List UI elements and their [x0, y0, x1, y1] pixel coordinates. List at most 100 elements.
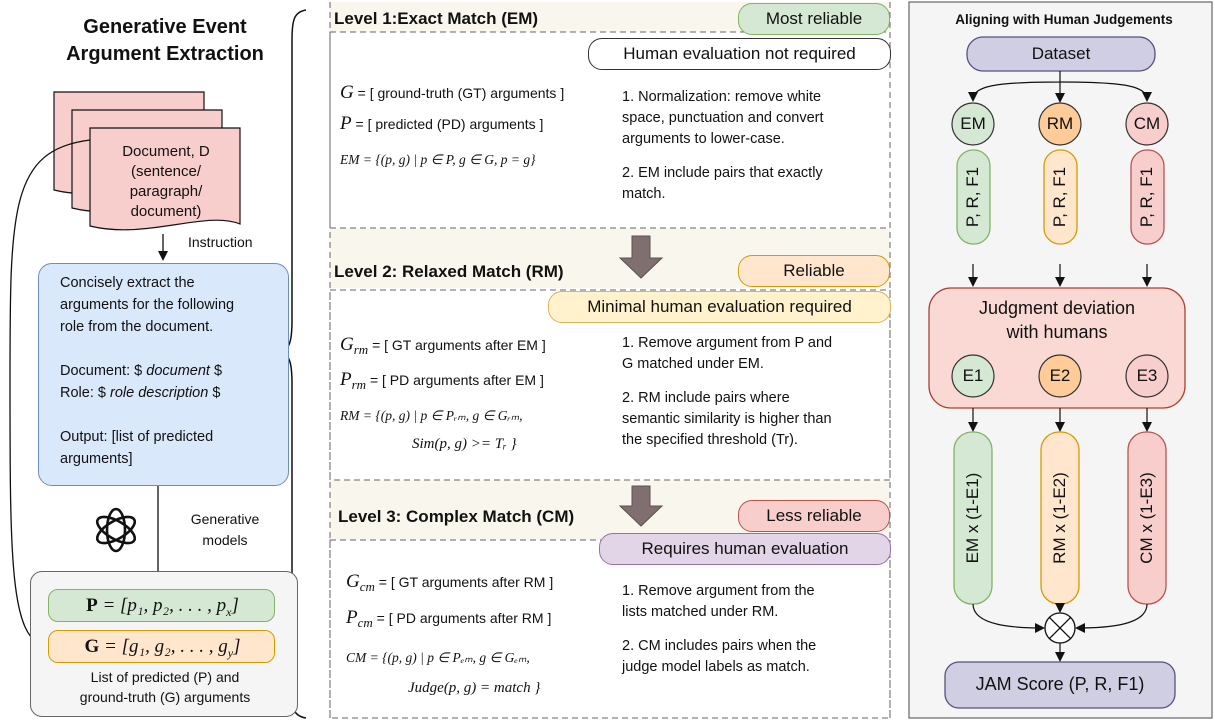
step-line: 2. RM include pairs where [622, 390, 790, 406]
prompt-line: Output: [list of predicted [60, 429, 214, 445]
level1-p-def: P = [ predicted (PD) arguments ] [340, 113, 543, 135]
em-node [951, 102, 995, 146]
cm-prf-node [1130, 149, 1165, 245]
g-sym: G [346, 571, 360, 592]
level3-title: Level 3: Complex Match (CM) [338, 507, 575, 526]
p-sub: cm [357, 614, 373, 630]
level3-steps: 1. Remove argument from the lists matche… [622, 581, 892, 678]
e3-node [1125, 354, 1169, 398]
generative-models-line1: Generative [190, 511, 260, 527]
e3-label: E3 [1136, 366, 1158, 385]
output-label-line1: List of predicted (P) and [90, 669, 240, 685]
jam-score-label: JAM Score (P, R, F1) [975, 674, 1145, 694]
document-stack-icon [53, 91, 241, 231]
step-line: 1. Remove argument from P and [622, 335, 833, 351]
level1-human-badge: Human evaluation not required [588, 38, 891, 70]
g-def-text: = [ GT arguments after EM ] [368, 337, 546, 353]
em-prf-node [956, 149, 991, 245]
prompt-role-line: Role: $ role description $ [60, 382, 285, 404]
cm-prf-label: P, R, F1 [1137, 166, 1156, 228]
step-line: judge model labels as match. [622, 659, 810, 675]
prompt-role-var: role description [109, 385, 209, 401]
deviation-line2: with humans [1006, 322, 1108, 342]
level2-equation-line1: RM = {(p, g) | p ∈ Pᵣₘ, g ∈ Gᵣₘ, [340, 408, 523, 423]
p-formula-sub: x [226, 604, 232, 619]
right-panel-shapes [908, 1, 1213, 719]
level3-equation-line2: Judge(p, g) = match } [408, 680, 541, 696]
step-line: 1. Remove argument from the [622, 583, 815, 599]
em-combine-arrow [972, 603, 1045, 633]
level1-to-level2-arrow [618, 235, 664, 279]
rm-adjusted-label: RM x (1-E2) [1050, 472, 1069, 564]
em-prf-label: P, R, F1 [963, 166, 982, 228]
level1-equation: EM = {(p, g) | p ∈ P, g ∈ G, p = g} [340, 152, 536, 167]
left-title: Generative Event Argument Extraction [30, 14, 300, 68]
output-label: List of predicted (P) and ground-truth (… [40, 667, 290, 707]
cm-node [1125, 102, 1169, 146]
prompt-doc-end: $ [209, 363, 223, 379]
prompt-line: role from the document. [60, 319, 214, 335]
level1-title: Level 1:Exact Match (EM) [334, 9, 539, 28]
jam-node [944, 661, 1176, 709]
step-line: lists matched under RM. [622, 604, 779, 620]
step-line: match. [622, 186, 666, 202]
prompt-role-end: $ [208, 385, 221, 401]
step-line: space, punctuation and convert [622, 110, 824, 126]
cm-combine-arrow [1075, 603, 1148, 633]
rm-prf-label: P, R, F1 [1050, 166, 1069, 228]
level2-p-def: Prm = [ PD arguments after EM ] [340, 369, 544, 393]
multiply-combine-icon [1044, 612, 1076, 644]
level3-p-def: Pcm = [ PD arguments after RM ] [346, 607, 551, 631]
g-sym: G [340, 334, 354, 355]
p-def-text: = [ PD arguments after RM ] [372, 610, 552, 626]
e1-node [951, 354, 995, 398]
p-formula-body: = [p₁, p₂, . . . , p [97, 595, 227, 616]
level2-reliability-badge: Reliable [738, 255, 890, 287]
g-sub: cm [359, 578, 375, 594]
dataset-node [966, 36, 1156, 72]
p-sym: P [346, 607, 358, 628]
openai-logo [95, 507, 137, 553]
middle-panel-shapes [329, 2, 891, 719]
dataset-to-cm-arrow [1059, 81, 1152, 102]
prompt-line: Concisely extract the [60, 275, 195, 291]
level3-g-def: Gcm = [ GT arguments after RM ] [346, 571, 553, 595]
step-line: arguments to lower-case. [622, 131, 785, 147]
step-line: semantic similarity is higher than [622, 411, 832, 427]
prompt-doc-var: document [146, 363, 210, 379]
level2-steps: 1. Remove argument from P and G matched … [622, 333, 892, 451]
rm-prf-node [1043, 149, 1078, 245]
left-title-line2: Argument Extraction [66, 43, 264, 65]
e1-label: E1 [962, 366, 984, 385]
e2-label: E2 [1049, 366, 1071, 385]
prompt-line: arguments for the following [60, 297, 235, 313]
level2-g-def: Grm = [ GT arguments after EM ] [340, 334, 546, 358]
prompt-document-line: Document: $ document $ [60, 360, 285, 382]
level2-equation-line2: Sim(p, g) >= Tᵣ } [412, 436, 517, 452]
rm-node [1038, 102, 1082, 146]
level3-reliability-badge: Less reliable [738, 500, 890, 532]
prompt-text: Concisely extract the arguments for the … [60, 272, 285, 470]
predicted-list-box: P = [p₁, p₂, . . . , px] [48, 589, 275, 622]
p-def-text: = [ predicted (PD) arguments ] [351, 116, 544, 132]
p-symbol: P [86, 595, 98, 616]
level1-steps: 1. Normalization: remove white space, pu… [622, 87, 892, 205]
output-label-line2: ground-truth (G) arguments [79, 689, 251, 705]
p-def-text: = [ PD arguments after EM ] [366, 372, 544, 388]
document-label-line3: document) [130, 203, 202, 220]
deviation-label: Judgment deviation with humans [929, 296, 1185, 344]
instruction-label: Instruction [188, 234, 253, 250]
level2-to-level3-arrow [618, 485, 664, 527]
g-def-text: = [ GT arguments after RM ] [374, 574, 554, 590]
g-formula-body: = [g₁, g₂, . . . , g [99, 636, 228, 657]
level2-title: Level 2: Relaxed Match (RM) [334, 262, 564, 281]
g-def-text: = [ ground-truth (GT) arguments ] [353, 85, 565, 101]
em-label: EM [960, 114, 986, 133]
prompt-line: arguments] [60, 451, 133, 467]
step-line: 2. CM includes pairs when the [622, 638, 817, 654]
g-symbol: G [84, 636, 100, 657]
cm-label: CM [1133, 114, 1161, 133]
prompt-box [38, 263, 289, 486]
p-sym: P [340, 369, 352, 390]
level3-human-badge: Requires human evaluation [599, 533, 891, 565]
